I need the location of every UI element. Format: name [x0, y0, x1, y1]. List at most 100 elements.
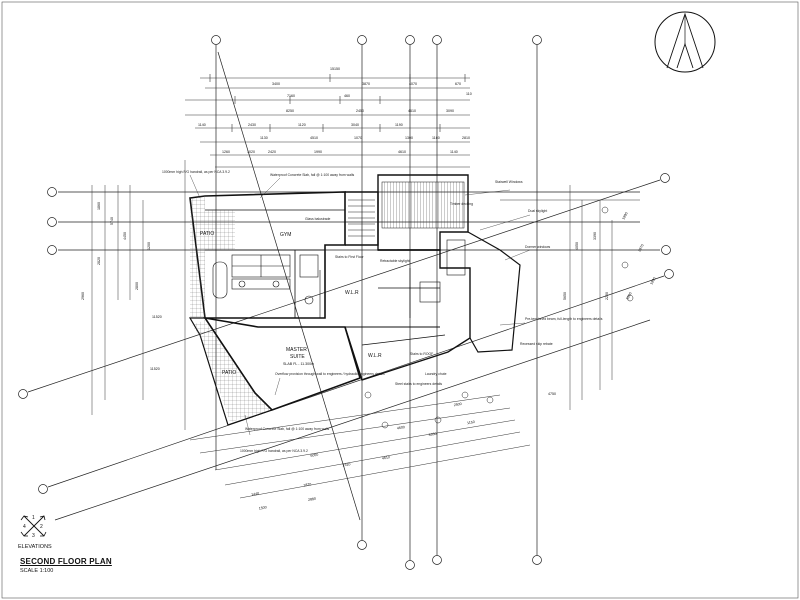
dim-label-left: 4450 [123, 232, 127, 240]
dimension-lines-top [185, 74, 470, 168]
note-text: Overflow provision through wall to engin… [275, 372, 385, 376]
dim-label-top: 1140 [198, 123, 206, 127]
dim-label-top: 2810 [462, 136, 470, 140]
stair-treads [348, 199, 375, 237]
grid-lines-vertical [211, 35, 542, 570]
dim-label-top: 1130 [260, 136, 268, 140]
drawing-title: SECOND FLOOR PLAN [20, 557, 112, 566]
note-text: 1000mm high F/G handrail, as per NCA 3.9… [240, 449, 308, 453]
dim-label-top: 8250 [286, 109, 294, 113]
elevation-marker-3: 3 [32, 533, 35, 539]
dim-label-bottom: 3360 [428, 432, 437, 437]
dim-label-top: 7160 [287, 94, 295, 98]
bathroom-fixtures [212, 239, 466, 305]
room-label-wlr-lower: W.L.R [368, 353, 382, 359]
elevation-marker-2: 2 [40, 524, 43, 530]
patio-tiles-upper [190, 196, 205, 318]
dim-label-top: 3040 [351, 123, 359, 127]
dim-label-bottom: 1150 [467, 420, 475, 425]
patio-tiles-lower [192, 320, 272, 422]
dimension-lines-left [91, 160, 186, 430]
dim-label-top: 1160 [432, 136, 440, 140]
note-text: Dormer windows [525, 245, 551, 249]
room-labels: PATIO GYM W.L.R MASTER SUITE SLAB FL - 1… [200, 231, 382, 376]
room-label-patio-lower: PATIO [222, 370, 236, 376]
dim-label-top: 1260 [222, 150, 230, 154]
dim-label-bottom: 2500 [453, 402, 462, 407]
dim-label-top: 460 [344, 94, 350, 98]
dim-label-left: 2960 [81, 292, 85, 300]
dim-label-right: 4050 [575, 242, 579, 250]
dim-label-left: 2800 [135, 282, 139, 290]
dimension-lines-right [500, 185, 640, 410]
note-text: Pre-tensioned beam, full-length to engin… [525, 317, 603, 321]
dimension-labels-top: 15150 3400 3870 4070 670 110 7160 460 82… [198, 67, 472, 154]
dim-label-right: 1990 [621, 212, 628, 221]
dim-label-top: 3870 [362, 82, 370, 86]
timber-deck [381, 181, 465, 229]
note-text: Stairs to First Floor [335, 255, 365, 259]
grid-lines-diagonal [18, 51, 674, 521]
dim-label-bottom: 4600 [397, 425, 406, 430]
dim-label-left: 1200 [147, 242, 151, 250]
dimension-labels-bottom: 1500 2880 1440 1870 4610 3360 1150 2310 … [251, 402, 475, 511]
dim-label-bottom: 6050 [310, 453, 319, 458]
drawing-scale: SCALE 1:100 [20, 568, 54, 574]
dim-label-left: 11520 [152, 315, 162, 319]
note-text: 1000mm high F/G handrail, as per NCA 3.9… [162, 170, 230, 174]
dim-label-bottom: 1500 [258, 505, 267, 510]
note-text: Timber decking [450, 202, 473, 206]
note-text: Steel stairs to engineers details [395, 382, 442, 386]
dim-label-right: 5650 [563, 292, 567, 300]
dim-label-bottom: 2880 [308, 497, 317, 502]
dim-label-top: 4070 [409, 82, 417, 86]
dim-label-right: 4750 [548, 392, 556, 396]
note-text: Laundry chute [425, 372, 447, 376]
note-text: Waterproof Concrete Slab, fall @ 1:100 a… [245, 427, 329, 431]
room-label-master-line1: MASTER [286, 347, 307, 353]
dim-label-top: 670 [455, 82, 461, 86]
dim-label-top: 110 [466, 92, 472, 96]
dim-label-top: 3090 [446, 109, 454, 113]
dim-label-top: 2430 [248, 123, 256, 127]
dim-label-top: 4510 [310, 136, 318, 140]
dim-label-top: 1990 [314, 150, 322, 154]
dim-label-bottom: 2310 [342, 462, 351, 467]
dim-label-top: 1140 [450, 150, 458, 154]
elevation-marker-1: 1 [32, 515, 35, 521]
note-text: Waterproof Concrete Slab, fall @ 1:100 a… [270, 173, 354, 177]
note-text: Dual skylight [528, 209, 547, 213]
elevations-label: ELEVATIONS [18, 544, 52, 550]
dim-label-right: 1990 [649, 277, 656, 286]
dim-label-right: 1960 [625, 292, 632, 301]
dim-label-top: 15150 [330, 67, 340, 71]
dimension-lines-bottom [189, 394, 531, 499]
note-text: Recessed skip rebate [520, 342, 553, 346]
dim-label-right: 3390 [593, 232, 597, 240]
note-text: Stairwell Windows [495, 180, 523, 184]
elevation-marker-4: 4 [23, 524, 26, 530]
setout-markers [364, 206, 634, 429]
dim-label-top: 1020 [247, 150, 255, 154]
room-label-master-line2: SUITE [290, 354, 305, 360]
title-block: SECOND FLOOR PLAN SCALE 1:100 [20, 557, 112, 574]
dim-label-top: 2450 [356, 109, 364, 113]
note-text: Stairs to ROOF [410, 352, 433, 356]
note-text: Retractable skylight [380, 259, 410, 263]
dimension-labels-left: 2960 1860 2820 5740 4450 2800 11520 1200… [81, 202, 162, 371]
elevation-key-icon: 1 2 3 4 [20, 515, 47, 539]
dim-label-right: 2970 [637, 244, 644, 253]
room-label-wlr-upper: W.L.R [345, 290, 359, 296]
room-label-gym: GYM [280, 232, 291, 238]
dimension-labels-right: 5650 4050 3390 2200 1990 2970 1990 1960 … [548, 212, 657, 396]
dim-label-top: 4610 [408, 109, 416, 113]
dim-label-top: 1190 [395, 123, 403, 127]
room-label-patio-upper: PATIO [200, 231, 214, 237]
dim-label-bottom: 4610 [382, 455, 391, 460]
dim-label-top: 1300 [405, 136, 413, 140]
dim-label-bottom: 1870 [303, 482, 312, 487]
dim-label-top: 2420 [268, 150, 276, 154]
room-label-master-level: SLAB FL - 11.300m [283, 362, 314, 366]
